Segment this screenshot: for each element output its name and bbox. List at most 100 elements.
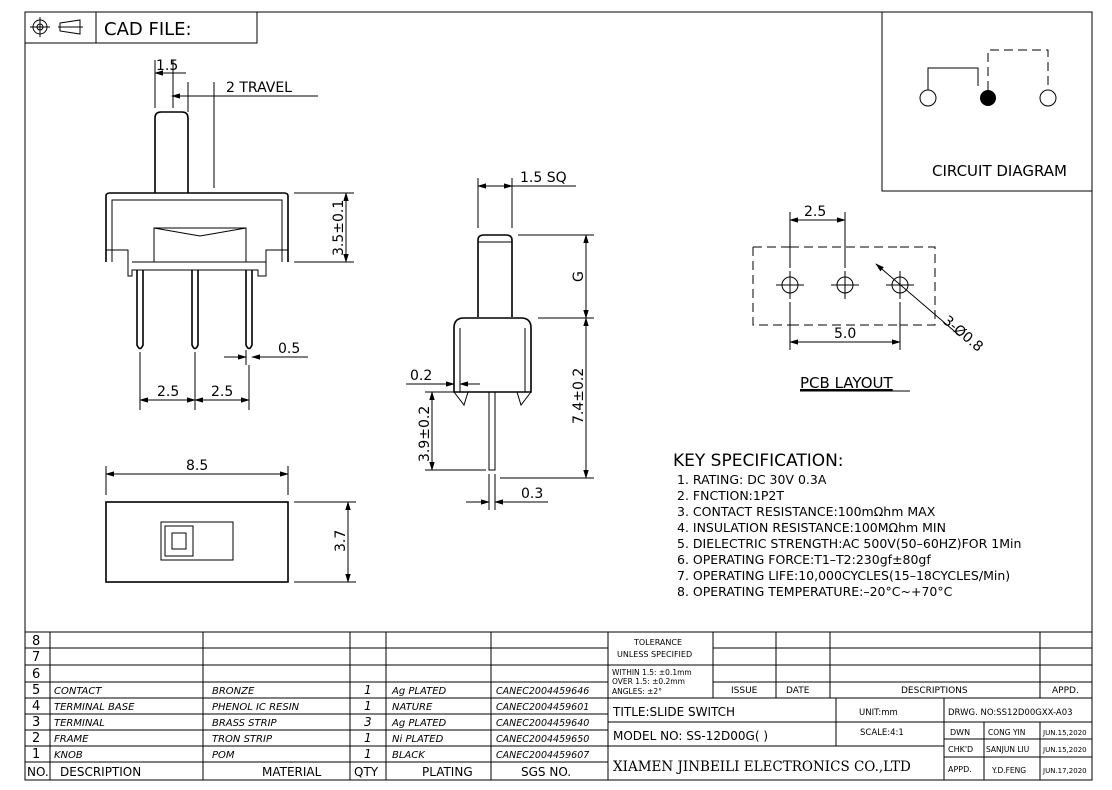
tolerance-title: TOLERANCE: [633, 638, 682, 647]
dim-pitch-left: 2.5: [157, 384, 179, 400]
tolerance-over: OVER 1.5: ±0.2mm: [612, 677, 685, 686]
col-descriptions: DESCRIPTIONS: [901, 686, 968, 696]
bom-header-no: NO.: [27, 765, 49, 779]
sheet-border: [24, 11, 1093, 781]
bom-row: 5 CONTACT BRONZE 1 Ag PLATED CANEC200445…: [32, 683, 589, 698]
spec-item: 6. OPERATING FORCE:T1–T2:230gf±80gf: [677, 552, 931, 567]
drawing-scale: SCALE:4:1: [860, 728, 904, 738]
pcb-dim-holes: 3-Ø0.8: [939, 313, 985, 356]
bom-description: CONTACT: [54, 686, 102, 697]
bom-row: 6: [32, 667, 40, 682]
bom-no: 1: [32, 747, 40, 762]
front-view: 1.5 SQ G 7.4±0.2 0.2 3.9±0.2 0.3: [406, 170, 594, 510]
checked-label: CHK'D: [948, 745, 973, 754]
bom-qty: 1: [364, 747, 372, 761]
dim-pitch-right: 2.5: [211, 384, 233, 400]
pcb-layout: 2.5 5.0 3-Ø0.8 PCB LAYOUT: [752, 204, 986, 392]
pcb-dim-pitch: 2.5: [804, 204, 826, 220]
bom-material: BRONZE: [212, 686, 255, 697]
dim-overall-height: 7.4±0.2: [571, 368, 587, 424]
bom-no: 4: [32, 699, 40, 714]
bom-material: TRON STRIP: [212, 734, 273, 745]
bom-no: 2: [32, 731, 40, 746]
bom-material: POM: [212, 750, 235, 761]
pcb-layout-title: PCB LAYOUT: [800, 374, 894, 392]
spec-item: 5. DIELECTRIC STRENGTH:AC 500V(50–60HZ)F…: [677, 536, 1021, 551]
bom-row: 2 FRAME TRON STRIP 1 Ni PLATED CANEC2004…: [32, 731, 589, 746]
tolerance-subtitle: UNLESS SPECIFIED: [617, 650, 692, 659]
bom-no: 5: [32, 683, 40, 698]
drawing-unit: UNIT:mm: [859, 708, 898, 718]
tolerance-within: WITHIN 1.5: ±0.1mm: [612, 668, 692, 677]
terminal-circle: [1039, 89, 1057, 107]
bom-row: 7: [32, 650, 40, 665]
bom-material: BRASS STRIP: [212, 718, 278, 729]
spec-item: 4. INSULATION RESISTANCE:100MΩhm MIN: [677, 520, 946, 535]
bom-row: 8: [32, 634, 40, 649]
cad-file-header: CAD FILE:: [24, 11, 258, 44]
side-view: 1.5 2 TRAVEL 3.5±0.1 0.5 2.5 2.5: [105, 58, 354, 410]
drawn-label: DWN: [950, 728, 970, 737]
dim-body-length: 8.5: [186, 458, 208, 474]
bom-row: 1 KNOB POM 1 BLACK CANEC2004459607: [32, 747, 589, 762]
approved-date: JUN.17,2020: [1042, 767, 1087, 775]
dim-travel: 2 TRAVEL: [226, 80, 292, 96]
bom-qty: 1: [364, 699, 372, 713]
pcb-hole: [776, 271, 804, 299]
checked-date: JUN.15,2020: [1042, 746, 1087, 754]
bom-no: 6: [32, 667, 40, 682]
bom-sgs: CANEC2004459607: [496, 750, 589, 761]
dim-knob-square: 1.5 SQ: [520, 170, 567, 186]
bom-material: PHENOL IC RESIN: [212, 702, 300, 713]
bom-header-material: MATERIAL: [262, 765, 322, 779]
bom-header-row: NO. DESCRIPTION MATERIAL QTY PLATING SGS…: [27, 765, 571, 779]
circuit-diagram: CIRCUIT DIAGRAM: [881, 11, 1093, 192]
bom-row: 3 TERMINAL BRASS STRIP 3 Ag PLATED CANEC…: [32, 715, 589, 730]
bom-description: KNOB: [54, 750, 83, 761]
bom-sgs: CANEC2004459646: [496, 686, 589, 697]
bom-header-description: DESCRIPTION: [60, 765, 141, 779]
col-date: DATE: [786, 686, 810, 696]
bom-no: 8: [32, 634, 40, 649]
bom-header-qty: QTY: [354, 765, 379, 779]
bom-qty: 3: [364, 715, 372, 729]
drawing-title: TITLE:SLIDE SWITCH: [612, 705, 735, 719]
dim-pin-width: 0.3: [521, 486, 543, 502]
bom-sgs: CANEC2004459601: [496, 702, 589, 713]
bom-plating: Ag PLATED: [391, 686, 447, 697]
bom-description: FRAME: [54, 734, 89, 745]
approved-label: APPD.: [948, 765, 972, 774]
circuit-diagram-title: CIRCUIT DIAGRAM: [932, 162, 1067, 180]
key-specification: KEY SPECIFICATION: 1. RATING: DC 30V 0.3…: [673, 451, 1021, 599]
col-appd: APPD.: [1052, 686, 1079, 696]
bom-plating: NATURE: [392, 702, 433, 713]
title-block: TOLERANCE UNLESS SPECIFIED WITHIN 1.5: ±…: [608, 632, 1092, 780]
dim-body-width: 3.7: [333, 530, 349, 552]
bom-header-sgs: SGS NO.: [521, 765, 571, 779]
checked-name: SANJUN LIU: [986, 745, 1029, 754]
drawn-date: JUN.15,2020: [1042, 729, 1087, 737]
bom-qty: 1: [364, 731, 372, 745]
drawing-number: DRWG. NO:SS12D00GXX-A03: [948, 708, 1073, 718]
bom-no: 7: [32, 650, 40, 665]
tolerance-angles: ANGLES: ±2°: [612, 687, 662, 696]
bom-plating: Ni PLATED: [392, 734, 444, 745]
projection-symbol-icon: [30, 17, 83, 37]
terminal-circle: [919, 89, 937, 107]
bom-description: TERMINAL: [54, 718, 105, 729]
dim-knob-width: 1.5: [156, 58, 178, 74]
pcb-hole: [831, 271, 859, 299]
common-terminal-circle: [980, 90, 996, 106]
bom-plating: Ag PLATED: [391, 718, 447, 729]
drawn-name: CONG YIN: [988, 728, 1025, 737]
dim-frame-height: 3.5±0.1: [331, 200, 347, 256]
spec-title: KEY SPECIFICATION:: [673, 451, 844, 471]
company-name: XIAMEN JINBEILI ELECTRONICS CO.,LTD: [613, 759, 911, 775]
bom-row: 4 TERMINAL BASE PHENOL IC RESIN 1 NATURE…: [32, 699, 589, 714]
top-view: 8.5 3.7: [105, 458, 356, 583]
bom-plating: BLACK: [392, 750, 426, 761]
bom-table: 8 7 6 5 CONTACT BRONZE 1 Ag PLATED CANEC…: [25, 631, 1092, 780]
dim-pin-length: 3.9±0.2: [417, 406, 433, 462]
approved-name: Y.D.FENG: [991, 766, 1026, 775]
